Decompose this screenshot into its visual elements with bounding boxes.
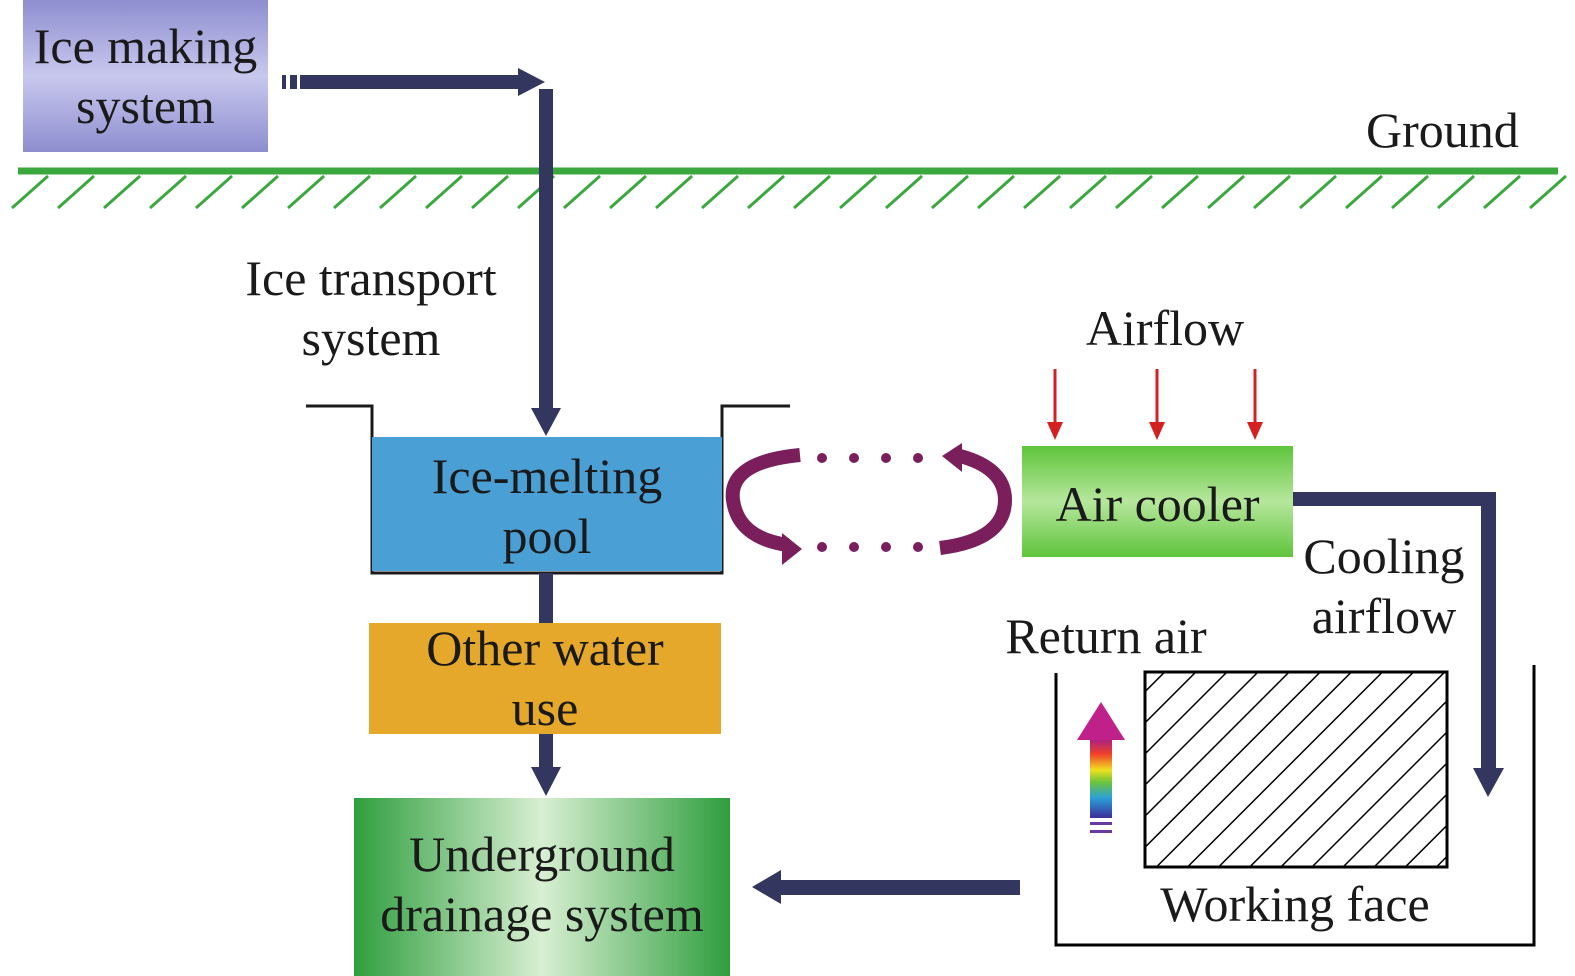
underground-drainage-box [354,798,730,976]
ground-hatch-mark [1483,174,1521,210]
ground-hatch-mark [839,174,877,210]
ground-hatch-mark [1299,174,1337,210]
ground-hatch-mark [563,174,601,210]
other-water-use-label: Other water use [369,620,721,736]
return-air-label: Return air [1005,608,1207,664]
airflow-arrows [1047,369,1263,440]
underground-drainage-label: Underground drainage system [354,820,730,948]
working-face-enclosure [1054,665,1536,947]
ground-hatch-mark [885,174,923,210]
cooling-line2: airflow [1311,588,1457,644]
ground-hatch-mark [1391,174,1429,210]
ground-hatch-mark [1161,174,1199,210]
ground-hatch-mark [471,174,509,210]
ground-line [11,167,1567,210]
other-to-drainage-arrow [531,734,561,796]
ground-hatch-mark [1345,174,1383,210]
ground-hatch-mark [379,174,417,210]
other-line1: Other water [426,620,664,676]
ground-hatch-mark [1115,174,1153,210]
pool-to-other-connector [539,573,553,623]
ground-hatch-mark [1023,174,1061,210]
ground-hatch-mark [149,174,187,210]
ground-hatch-mark [195,174,233,210]
cooling-airflow-label: Cooling airflow [1288,526,1480,646]
other-line2: use [511,680,579,736]
pool-line1: Ice-melting [431,448,663,504]
ice-transport-line1: Ice transport [245,250,497,306]
ground-hatch-mark [1529,174,1567,210]
ground-hatch-mark [609,174,647,210]
ground-hatch-mark [11,174,49,210]
cooling-line1: Cooling [1303,528,1465,584]
ground-hatch-mark [931,174,969,210]
ground-hatch-mark [793,174,831,210]
cycle-arrows [725,443,1013,565]
ice-making-box [23,0,268,152]
ground-hatch-mark [655,174,693,210]
ice-transport-arrow [282,68,561,436]
ground-hatch-mark [425,174,463,210]
return-to-drainage-arrow [752,870,1020,904]
ice-making-line2: system [76,78,215,134]
working-face-label: Working face [1160,876,1430,932]
ice-transport-line2: system [301,310,441,366]
ground-hatch-mark [287,174,325,210]
drainage-line1: Underground [409,826,675,882]
ground-hatch-mark [333,174,371,210]
drainage-line2: drainage system [380,886,704,942]
ice-making-system-label: Ice making system [23,6,268,146]
airflow-label: Airflow [1085,300,1245,356]
other-water-use-box [369,623,721,734]
ground-hatch-mark [57,174,95,210]
ground-hatch-mark [977,174,1015,210]
ground-hatch-mark [1207,174,1245,210]
cooling-airflow-arrow [1293,492,1504,797]
ground-hatch-mark [103,174,141,210]
ground-label: Ground [1366,102,1519,158]
ice-melting-pool-box [372,437,722,571]
air-cooler-label: Air cooler [1055,476,1260,532]
pool-line2: pool [502,508,592,564]
working-face-block [1143,670,1449,869]
air-cooler-box [1022,446,1293,557]
ground-hatch-mark [241,174,279,210]
ground-hatch-mark [1069,174,1107,210]
ice-melting-pool-label: Ice-melting pool [372,444,722,568]
ground-hatch-mark [747,174,785,210]
ground-hatch-mark [1437,174,1475,210]
ice-making-line1: Ice making [33,18,258,74]
return-air-arrow [1077,702,1125,833]
ground-hatch-mark [701,174,739,210]
ice-transport-system-label: Ice transport system [226,248,516,368]
ground-hatch-mark [1253,174,1291,210]
